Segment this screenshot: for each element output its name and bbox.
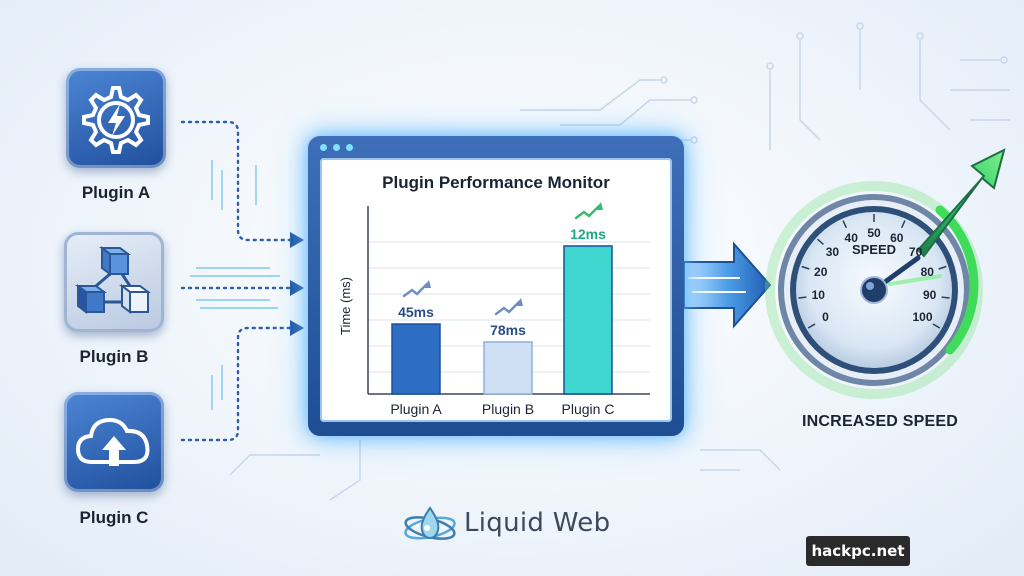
gauge-tick-label: 30 [825, 244, 840, 259]
connector-arrowheads [290, 232, 304, 336]
tick-label: Plugin C [562, 401, 615, 417]
gauge-tick-label: 20 [814, 264, 828, 279]
gauge-tick-label: 60 [890, 230, 904, 245]
plugin-b-tile [64, 232, 164, 332]
data-label: 12ms [570, 226, 606, 242]
gauge-tick-label: 80 [920, 264, 934, 279]
y-axis-label: Time (ms) [338, 277, 353, 335]
gauge-tick [842, 220, 848, 229]
gauge-tick [938, 265, 947, 270]
gauge-tick [900, 220, 906, 229]
brand-logo: Liquid Web [402, 502, 632, 546]
cloud-upload-icon [75, 417, 150, 466]
watermark: hackpc.net [806, 536, 910, 566]
circuit-traces [229, 22, 1010, 501]
trend-arrow-icon [402, 282, 429, 298]
brand-name: Liquid Web [464, 508, 611, 538]
chart-title: Plugin Performance Monitor [382, 173, 610, 192]
plugin-b-label: Plugin B [79, 347, 149, 366]
tick-label: Plugin B [482, 401, 534, 417]
data-label: 78ms [490, 322, 526, 338]
liquid-web-logo-icon [404, 506, 456, 540]
tick-label: Plugin A [390, 401, 442, 417]
window-dots [320, 144, 353, 151]
dotted-connectors [180, 120, 292, 442]
gauge-tick-label: 40 [844, 230, 858, 245]
gauge-tick [801, 265, 810, 270]
plugin-a-label: Plugin A [81, 183, 151, 202]
data-label: 45ms [398, 304, 434, 320]
gauge-tick-label: 10 [811, 287, 825, 302]
gauge-tick-label: 70 [908, 244, 923, 259]
gauge-tick [807, 323, 816, 329]
bar-plugin-b [483, 341, 533, 395]
speedometer [765, 148, 1006, 399]
bar-plugin-c [563, 245, 613, 395]
gear-lightning-icon [82, 86, 150, 154]
gauge-tick-label: 100 [912, 310, 933, 324]
plugin-c-tile [64, 392, 164, 492]
light-streaks [190, 160, 280, 410]
plugin-c-label: Plugin C [79, 508, 149, 527]
increased-speed-caption: INCREASED SPEED [802, 413, 958, 430]
gauge-tick [817, 238, 824, 246]
performance-arrow [676, 241, 772, 329]
trend-arrow-icon [574, 204, 601, 220]
gauge-tick [941, 296, 950, 299]
cubes-network-icon [75, 246, 151, 314]
gauge-tick-label: 0 [822, 310, 829, 324]
trend-arrow-head [423, 280, 431, 288]
trend-arrow-icon [494, 300, 521, 316]
gauge-tick-label: 90 [923, 287, 937, 302]
trend-arrow-head [595, 202, 603, 210]
plugin-a-tile [66, 68, 166, 168]
gauge-title: SPEED [851, 242, 897, 257]
trend-arrow-head [515, 298, 523, 306]
bar-plugin-a [391, 323, 441, 395]
gauge-tick [798, 296, 807, 299]
gauge-tick [932, 323, 941, 329]
gauge-tick-label: 50 [867, 226, 881, 240]
